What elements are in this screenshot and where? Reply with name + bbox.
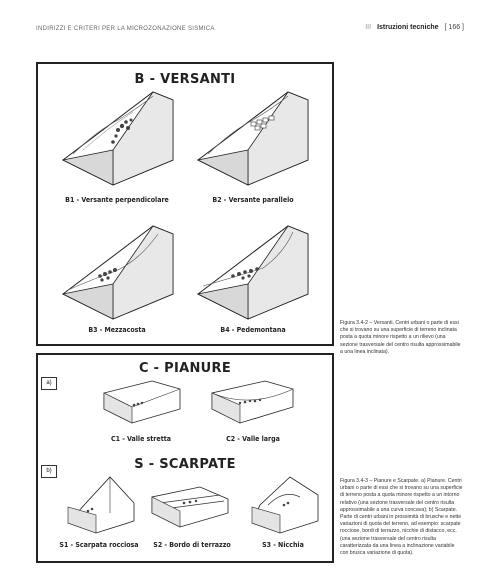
figure-title-pianure: C - PIANURE: [138, 361, 232, 376]
s3-illustration: [251, 476, 319, 534]
header-right: III Istruzioni tecniche [ 166 ]: [365, 24, 464, 31]
s1-label: S1 - Scarpata rocciosa: [59, 541, 139, 549]
page-number: [ 166 ]: [444, 24, 464, 31]
page-header: INDIRIZZI E CRITERI PER LA MICROZONAZION…: [36, 24, 464, 36]
figure-versanti: B - VERSANTI B1 - Versante perpendicolar…: [36, 62, 334, 346]
b1-label: B1 - Versante perpendicolare: [65, 196, 169, 204]
caption-versanti: Figura 3.4-2 – Versanti. Centri urbani o…: [340, 320, 461, 355]
b4-illustration: [196, 225, 309, 320]
b3-illustration: [61, 225, 174, 320]
s3-label: S3 - Nicchia: [262, 541, 304, 549]
s1-illustration: [67, 476, 135, 534]
c1-illustration: [103, 380, 181, 424]
figure-title: B - VERSANTI: [134, 72, 236, 87]
figure-pianure-scarpate: a) C - PIANURE C1 - Valle stretta C2 - V…: [36, 353, 334, 563]
c2-illustration: [211, 380, 294, 424]
tag-a: a): [41, 377, 57, 390]
c2-label: C2 - Valle larga: [226, 435, 280, 443]
figure-title-scarpate: S - SCARPATE: [134, 457, 236, 472]
s2-label: S2 - Bordo di terrazzo: [153, 541, 231, 549]
b2-illustration: [196, 91, 309, 186]
header-title: INDIRIZZI E CRITERI PER LA MICROZONAZION…: [36, 26, 215, 32]
b2-label: B2 - Versante parallelo: [212, 196, 294, 204]
c1-label: C1 - Valle stretta: [111, 435, 171, 443]
tag-b: b): [41, 465, 57, 478]
b3-label: B3 - Mezzacosta: [88, 326, 146, 334]
b1-illustration: [61, 91, 174, 186]
b4-label: B4 - Pedemontana: [220, 326, 286, 334]
s2-illustration: [151, 486, 229, 528]
header-divider: III: [365, 24, 372, 31]
header-section: Istruzioni tecniche: [377, 24, 439, 31]
caption-pianure-scarpate: Figura 3.4-3 – Pianure e Scarpate. a) Pi…: [340, 478, 463, 557]
